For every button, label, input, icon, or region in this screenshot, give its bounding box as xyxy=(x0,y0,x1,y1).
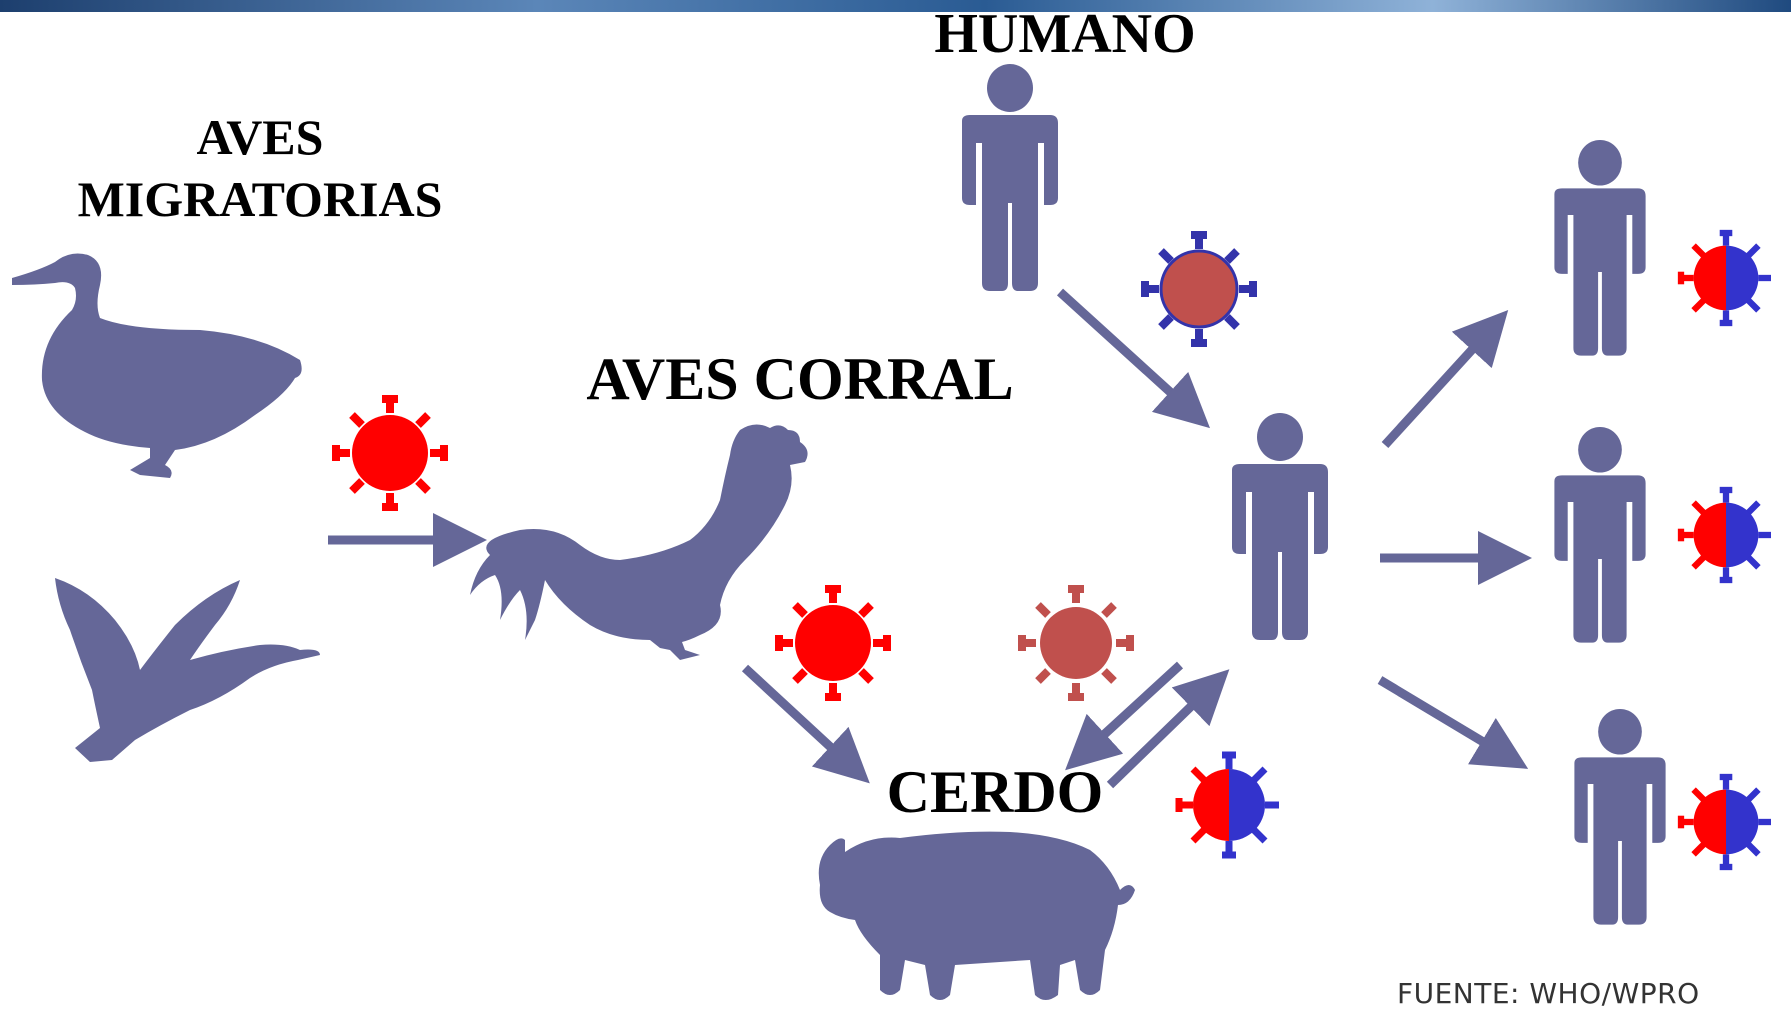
header-strip xyxy=(0,0,1791,12)
reassortant-virus-icon xyxy=(1681,777,1771,867)
arrow-icon xyxy=(1377,676,1529,769)
rooster-icon xyxy=(470,424,808,660)
virus-icon xyxy=(779,589,887,697)
label-humano: HUMANO xyxy=(934,3,1196,65)
duck-icon xyxy=(12,253,302,478)
arrow-icon xyxy=(1381,310,1509,449)
virus-icon xyxy=(336,399,444,507)
flying-duck-icon xyxy=(55,578,320,762)
virus-icon xyxy=(1145,235,1253,343)
person-icon xyxy=(1554,139,1646,356)
person-icon xyxy=(1232,413,1328,640)
label-cerdo: CERDO xyxy=(886,759,1104,825)
pig-icon xyxy=(818,831,1135,1000)
arrow-icon xyxy=(1056,288,1210,429)
source-caption: FUENTE: WHO/WPRO xyxy=(1397,977,1700,1010)
reassortant-virus-icon xyxy=(1681,490,1771,580)
virus-icon xyxy=(1022,589,1130,697)
label-aves-migratorias-1: AVES xyxy=(196,109,324,165)
arrow-icon xyxy=(1065,661,1184,771)
person-icon xyxy=(1554,426,1646,643)
arrow-icon xyxy=(1106,669,1230,789)
label-aves-corral: AVES CORRAL xyxy=(586,346,1014,412)
label-aves-migratorias-2: MIGRATORIAS xyxy=(77,171,443,227)
arrow-icon xyxy=(741,664,870,784)
reassortant-virus-icon xyxy=(1681,233,1771,323)
reassortant-virus-icon xyxy=(1179,755,1279,855)
person-icon xyxy=(962,64,1058,291)
person-icon xyxy=(1574,708,1666,925)
arrows xyxy=(328,288,1532,789)
